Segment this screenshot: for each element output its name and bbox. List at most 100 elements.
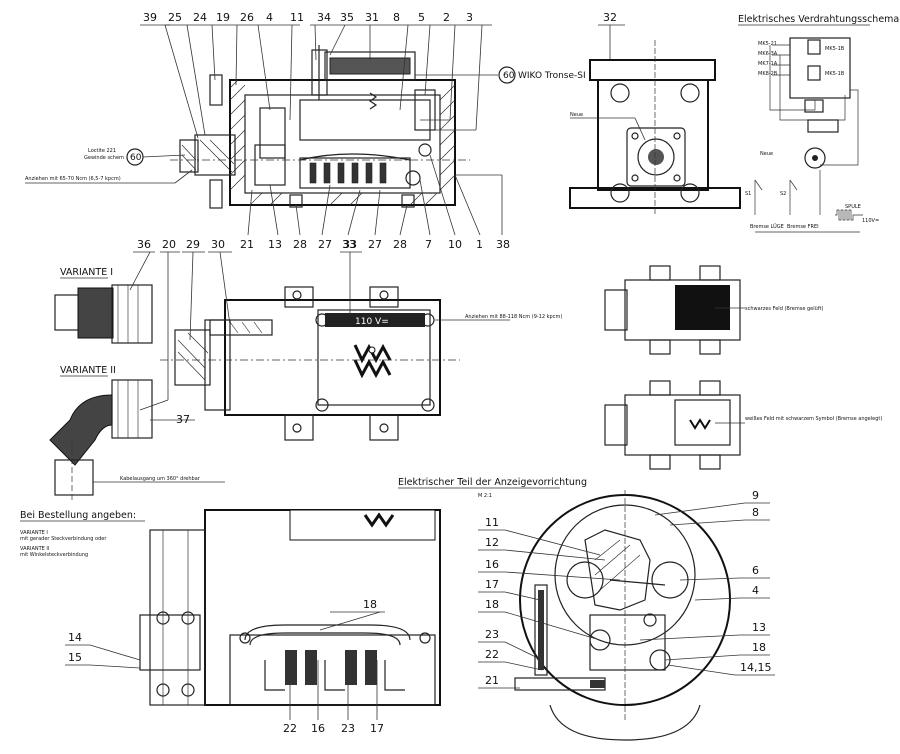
order-variant-1: VARIANTE I xyxy=(20,530,48,536)
callout: 26 xyxy=(240,11,254,24)
callout: 25 xyxy=(168,11,182,24)
circular-detail-view: Elektrischer Teil der Anzeigevorrichtung… xyxy=(398,477,731,741)
gewinde-label: Gewinde schem xyxy=(84,155,124,161)
callout: 19 xyxy=(216,11,230,24)
kabel-label: Kabelausgang um 360° drehbar xyxy=(120,476,201,482)
callout: 35 xyxy=(340,11,354,24)
indicator-views: schwarzes Feld (Bremse gelüft) weißes Fe… xyxy=(604,265,882,470)
callout: 27 xyxy=(318,238,332,251)
variant-1-label: VARIANTE I xyxy=(60,267,113,278)
callout: 32 xyxy=(603,11,617,24)
callout: 20 xyxy=(162,238,176,251)
order-variant-2-desc: mit Winkelsteckverbindung xyxy=(20,552,88,558)
callout: 31 xyxy=(365,11,379,24)
callout: 10 xyxy=(448,238,462,251)
callout: 36 xyxy=(137,238,151,251)
callout: 27 xyxy=(368,238,382,251)
variant-2-label: VARIANTE II xyxy=(60,365,116,376)
callout: 22 xyxy=(283,722,297,735)
callout: 21 xyxy=(240,238,254,251)
wiring-term: MK8-2B xyxy=(758,71,778,77)
callout: 8 xyxy=(752,506,759,519)
callout: 18 xyxy=(363,598,377,611)
wiko-label: WIKO Tronse-SI xyxy=(518,71,586,81)
callout: 12 xyxy=(485,536,499,549)
weld-symbol-icon xyxy=(498,66,516,84)
wiring-term: MK7-1A xyxy=(758,61,778,67)
callout: 9 xyxy=(752,489,759,502)
callout: 30 xyxy=(211,238,225,251)
callout: 1 xyxy=(476,238,483,251)
callout: 11 xyxy=(485,516,499,529)
black-field-label: schwarzes Feld (Bremse gelüft) xyxy=(745,306,823,312)
callout: 33 xyxy=(342,238,356,251)
callout: 14 xyxy=(68,631,82,644)
callout: 18 xyxy=(752,641,766,654)
callout: 3 xyxy=(466,11,473,24)
callout: 17 xyxy=(485,578,499,591)
end-view: 32 Neue xyxy=(569,11,741,215)
callout: 2 xyxy=(443,11,450,24)
torque-label-b: Anziehen mit 88-118 Ncm (9-12 kpcm) xyxy=(465,314,562,320)
callout: 4 xyxy=(752,584,759,597)
callout: 11 xyxy=(290,11,304,24)
callout: 18 xyxy=(485,598,499,611)
electrical-part-title: Elektrischer Teil der Anzeigevorrichtung xyxy=(398,477,587,488)
callout: 24 xyxy=(193,11,207,24)
callout: 15 xyxy=(68,651,82,664)
callout: 8 xyxy=(393,11,400,24)
wiring-label: Neue xyxy=(760,151,773,157)
wiring-title: Elektrisches Verdrahtungsschema xyxy=(738,14,899,25)
callout: 34 xyxy=(317,11,331,24)
callout: 38 xyxy=(496,238,510,251)
callout: 22 xyxy=(485,648,499,661)
callout: 13 xyxy=(268,238,282,251)
spring-symbol-icon xyxy=(353,343,392,379)
order-variant-1-desc: mit gerader Steckverbindung oder xyxy=(20,536,107,542)
plan-view: 110 V= Anziehen mit 88-118 Ncm (9-12 kpc… xyxy=(160,286,562,441)
switch-label: S1 xyxy=(745,191,751,197)
callout: 37 xyxy=(176,413,190,426)
mid-callouts: 21 13 28 27 33 27 28 7 10 1 38 xyxy=(240,154,510,251)
circle-label: 60 xyxy=(503,71,515,81)
left-callouts: 36 20 29 30 33 xyxy=(129,238,362,411)
loctite-label: Loctite 221 xyxy=(88,148,116,154)
callout: 17 xyxy=(370,722,384,735)
callout: 39 xyxy=(143,11,157,24)
switch-label: S2 xyxy=(780,191,786,197)
wiring-term: MK5-21 xyxy=(758,41,777,47)
callout: 29 xyxy=(186,238,200,251)
callout: 6 xyxy=(752,564,759,577)
voltage-label: 110 V= xyxy=(355,317,389,327)
wiring-schema: Elektrisches Verdrahtungsschema MK5-21 M… xyxy=(738,14,899,233)
coil-label: SPULE xyxy=(845,204,861,210)
callout: 13 xyxy=(752,621,766,634)
white-field-label: weißes Feld mit schwarzem Symbol (Bremse… xyxy=(745,416,882,422)
callout: 21 xyxy=(485,674,499,687)
wiring-term: MK5-1B xyxy=(825,71,845,77)
neue-label: Neue xyxy=(570,112,583,118)
volt-label: 110V= xyxy=(862,218,879,224)
top-callouts: 39 25 24 19 26 4 11 34 35 31 8 5 2 3 60 … xyxy=(25,11,586,184)
callout: 16 xyxy=(485,558,499,571)
order-title: Bei Bestellung angeben: xyxy=(20,510,136,521)
circle-callouts: 9 8 11 12 16 17 18 6 4 13 18 14,15 23 22… xyxy=(478,489,775,689)
bottom-section-view: Bei Bestellung angeben: VARIANTE I mit g… xyxy=(20,509,441,735)
brake-label: Bremse LÜGE xyxy=(750,223,784,230)
variant-plugs: VARIANTE I VARIANTE II 37 Kabelausgang u… xyxy=(49,267,225,500)
callout: 23 xyxy=(341,722,355,735)
top-section-view xyxy=(170,45,470,209)
callout: 7 xyxy=(425,238,432,251)
torque-label: Anziehen mit 65-70 Ncm (6,5-7 kpcm) xyxy=(25,176,121,182)
wiring-term: MK6-3A xyxy=(758,51,778,57)
callout: 14,15 xyxy=(740,661,772,674)
circle-label: 60 xyxy=(130,153,142,163)
brake-label: Bremse FREI xyxy=(787,224,819,230)
callout: 5 xyxy=(418,11,425,24)
callout: 23 xyxy=(485,628,499,641)
callout: 4 xyxy=(266,11,273,24)
scale-label: M 2:1 xyxy=(478,493,492,499)
callout: 16 xyxy=(311,722,325,735)
callout: 28 xyxy=(293,238,307,251)
